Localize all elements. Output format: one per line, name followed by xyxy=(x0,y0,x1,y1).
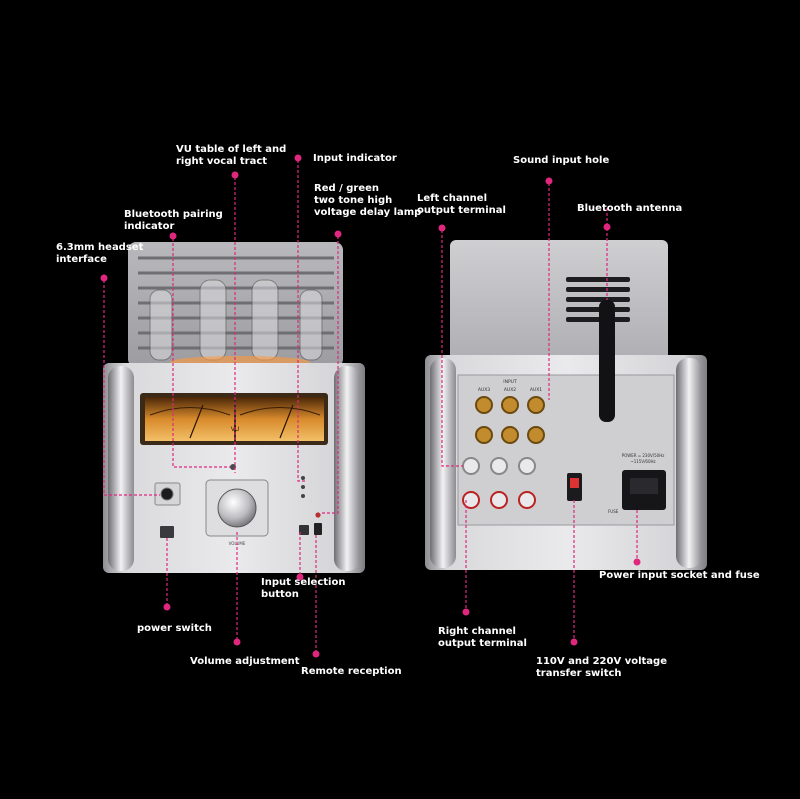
label-headset: 6.3mm headset interface xyxy=(56,242,144,265)
input-indicator-leds xyxy=(301,476,305,498)
label-bt-antenna: Bluetooth antenna xyxy=(577,203,683,214)
input-selection-button[interactable] xyxy=(299,525,309,535)
back-top-cover xyxy=(450,240,668,365)
right-output-terminals[interactable] xyxy=(462,491,536,509)
label-right-output: Right channel output terminal xyxy=(438,626,527,649)
power-switch[interactable] xyxy=(160,526,174,538)
callout-dots xyxy=(100,154,641,658)
volume-knob[interactable] xyxy=(217,488,257,528)
fuse-label: FUSE xyxy=(608,509,619,514)
input-rca-jacks[interactable] xyxy=(475,396,545,444)
delay-lamp xyxy=(315,512,321,518)
label-input-indicator: Input indicator xyxy=(313,153,397,164)
label-voltage-switch: 110V and 220V voltage transfer switch xyxy=(536,656,667,679)
label-vu-table: VU table of left and right vocal tract xyxy=(176,144,287,167)
label-power-switch: power switch xyxy=(137,623,212,634)
remote-receiver xyxy=(314,523,322,535)
label-input-selection: Input selection button xyxy=(261,577,346,600)
label-delay-lamp: Red / green two tone high voltage delay … xyxy=(314,183,422,218)
label-left-output: Left channel output terminal xyxy=(417,193,506,216)
back-left-side xyxy=(430,358,456,568)
left-output-terminals[interactable] xyxy=(462,457,536,475)
aux2-label: AUX2 xyxy=(504,387,516,393)
aux1-label: AUX1 xyxy=(530,387,542,393)
label-remote: Remote reception xyxy=(301,666,402,677)
back-right-side xyxy=(676,358,702,568)
vu-meter-left xyxy=(145,397,234,441)
input-header: INPUT xyxy=(503,379,517,385)
label-sound-input: Sound input hole xyxy=(513,155,610,166)
power-rating: POWER = 230V/50Hz xyxy=(622,453,665,458)
vu-meter-right xyxy=(236,397,324,441)
callout-lines xyxy=(103,160,638,652)
power-rating-2: ~115V/60Hz xyxy=(630,459,655,464)
front-amplifier: VU VOLUME xyxy=(103,242,365,573)
right-side-bar xyxy=(334,366,360,571)
left-side-bar xyxy=(108,366,134,571)
label-bt-pairing: Bluetooth pairing indicator xyxy=(124,209,223,232)
label-power-socket: Power input socket and fuse xyxy=(599,570,760,581)
bluetooth-antenna xyxy=(599,300,615,422)
vacuum-tubes xyxy=(149,279,323,361)
aux3-label: AUX3 xyxy=(478,387,490,393)
headset-jack[interactable] xyxy=(160,487,174,501)
back-amplifier: AUX3 AUX2 AUX1 INPUT POWER = 230V/50Hz ~… xyxy=(425,240,707,570)
label-volume: Volume adjustment xyxy=(190,656,300,667)
